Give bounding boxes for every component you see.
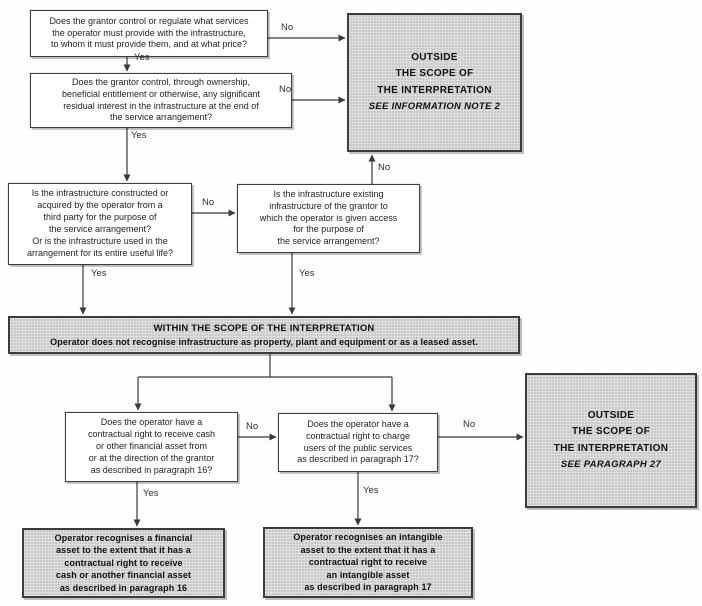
node-within-scope-bar: WITHIN THE SCOPE OF THE INTERPRETATION O… <box>8 316 520 354</box>
edge-label-q4-yes: Yes <box>299 268 315 279</box>
edge-label-q3-yes: Yes <box>91 268 107 279</box>
edge-label-q1-yes: Yes <box>134 52 150 63</box>
edge-label-q6-no: No <box>463 419 476 430</box>
node-q1-grantor-controls-services: Does the grantor control or regulate wha… <box>30 10 268 57</box>
node-q2-text: Does the grantor control, through owners… <box>61 76 261 123</box>
result-financial-text: Operator recognises a financial asset to… <box>54 532 193 593</box>
edge-label-q2-no: No <box>279 84 292 95</box>
edge-label-q2-yes: Yes <box>131 130 147 141</box>
node-q3-infrastructure-constructed: Is the infrastructure constructed or acq… <box>8 183 192 265</box>
edge-label-q6-yes: Yes <box>363 485 379 496</box>
node-q6-right-to-charge-users: Does the operator have a contractual rig… <box>278 413 438 472</box>
edge-label-q5-yes: Yes <box>143 488 159 499</box>
edge-label-q5-no: No <box>246 421 259 432</box>
edge-label-q3-no: No <box>202 197 215 208</box>
edge-label-q4-no: No <box>378 162 391 173</box>
node-q4-existing-infrastructure: Is the infrastructure existing infrastru… <box>237 184 420 253</box>
within-scope-title: WITHIN THE SCOPE OF THE INTERPRETATION <box>153 322 375 334</box>
node-q1-text: Does the grantor control or regulate wha… <box>49 15 249 50</box>
result-intangible-text: Operator recognises an intangible asset … <box>293 532 443 593</box>
node-q3-text: Is the infrastructure constructed or acq… <box>26 188 174 258</box>
within-scope-subtitle: Operator does not recognise infrastructu… <box>50 336 478 347</box>
node-outside-scope-right: OUTSIDE THE SCOPE OF THE INTERPRETATION … <box>525 373 697 508</box>
node-q4-text: Is the infrastructure existing infrastru… <box>259 188 398 247</box>
node-q5-right-to-receive-cash: Does the operator have a contractual rig… <box>65 412 238 482</box>
node-q2-residual-interest: Does the grantor control, through owners… <box>30 73 292 128</box>
outside-top-note: SEE INFORMATION NOTE 2 <box>368 101 501 113</box>
edge-label-q1-no: No <box>281 22 294 33</box>
outside-top-title: OUTSIDE THE SCOPE OF THE INTERPRETATION <box>377 51 492 96</box>
node-q5-text: Does the operator have a contractual rig… <box>87 417 216 475</box>
outside-right-title: OUTSIDE THE SCOPE OF THE INTERPRETATION <box>553 409 669 454</box>
outside-right-note: SEE PARAGRAPH 27 <box>560 459 662 471</box>
node-q6-text: Does the operator have a contractual rig… <box>297 418 419 465</box>
node-outside-scope-top: OUTSIDE THE SCOPE OF THE INTERPRETATION … <box>347 13 522 152</box>
node-result-financial-asset: Operator recognises a financial asset to… <box>22 528 225 598</box>
node-result-intangible-asset: Operator recognises an intangible asset … <box>263 527 473 598</box>
